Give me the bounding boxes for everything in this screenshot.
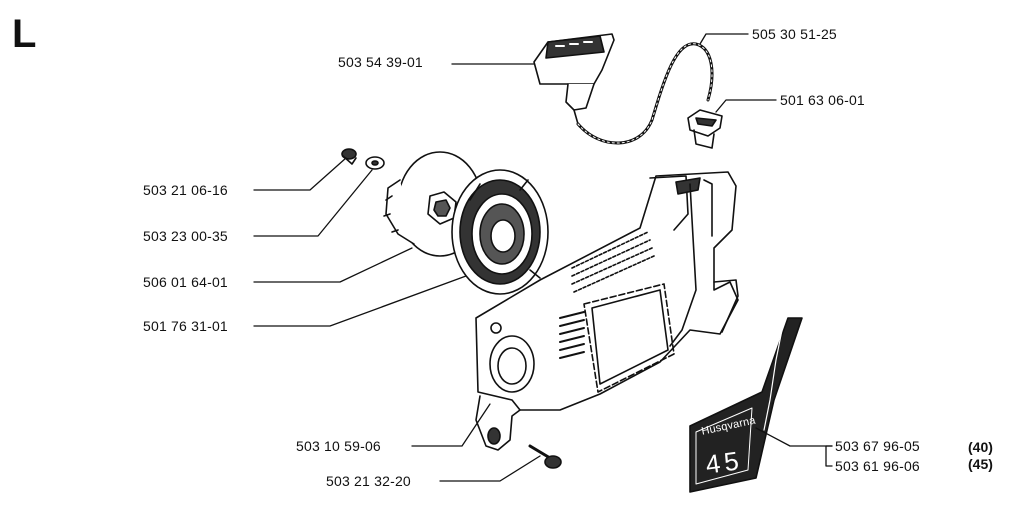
recoil-spring-drawing — [451, 169, 549, 295]
part-label-pulley: 506 01 64-01 — [143, 274, 228, 290]
part-label-housing: 503 10 59-06 — [296, 438, 381, 454]
leader-lines — [253, 33, 833, 482]
screw-drawing — [341, 148, 357, 165]
starter-cord-drawing — [576, 42, 714, 145]
part-label-recoil-spring: 501 76 31-01 — [143, 318, 228, 334]
part-label-cord: 505 30 51-25 — [752, 26, 837, 42]
washer-drawing — [365, 156, 385, 170]
part-label-cord-guide: 501 63 06-01 — [780, 92, 865, 108]
starter-handle-drawing — [533, 33, 615, 125]
part-label-washer: 503 23 00-35 — [143, 228, 228, 244]
part-label-bottom-screw: 503 21 32-20 — [326, 473, 411, 489]
decal-drawing — [689, 317, 803, 493]
cord-guide-drawing — [687, 109, 723, 149]
starter-housing-drawing — [475, 171, 739, 451]
part-label-decal-45: 503 61 96-06 — [835, 458, 920, 474]
part-label-decal-40: 503 67 96-05 — [835, 438, 920, 454]
section-letter: L — [12, 12, 37, 56]
model-tag-40: (40) — [968, 439, 993, 455]
part-label-handle: 503 54 39-01 — [338, 54, 423, 70]
model-tag-45: (45) — [968, 456, 993, 472]
part-label-screw: 503 21 06-16 — [143, 182, 228, 198]
decal-model-text: 45 — [703, 444, 745, 480]
bottom-screw-drawing — [528, 444, 562, 469]
